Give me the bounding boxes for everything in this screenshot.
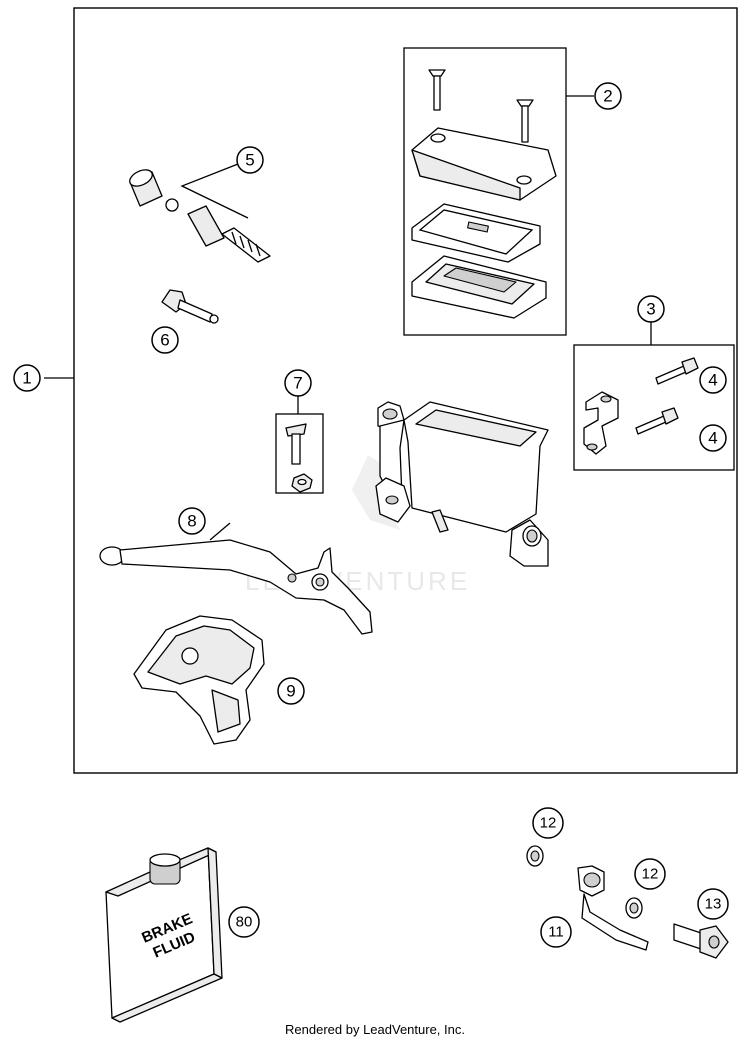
svg-text:2: 2 bbox=[603, 87, 612, 106]
assembly-frame bbox=[73, 7, 738, 774]
callout-4-upper: 4 bbox=[699, 366, 727, 394]
callout-80: 80 bbox=[228, 906, 260, 938]
svg-text:12: 12 bbox=[540, 815, 557, 832]
clamp-kit-frame bbox=[573, 344, 735, 471]
reservoir-cover-part bbox=[411, 69, 557, 319]
callout-5: 5 bbox=[236, 146, 264, 174]
banjo-bolt-part bbox=[673, 923, 729, 959]
svg-text:4: 4 bbox=[708, 429, 717, 448]
svg-text:3: 3 bbox=[646, 300, 655, 319]
svg-text:7: 7 bbox=[293, 374, 302, 393]
brake-lever-part bbox=[99, 539, 373, 635]
svg-text:11: 11 bbox=[548, 924, 564, 941]
svg-text:1: 1 bbox=[22, 369, 31, 388]
svg-text:9: 9 bbox=[286, 682, 295, 701]
callout-3: 3 bbox=[637, 295, 665, 323]
screw-kit-frame bbox=[275, 413, 324, 494]
brake-line-part bbox=[577, 865, 649, 951]
callout-2: 2 bbox=[594, 82, 622, 110]
lever-boot-part bbox=[133, 615, 265, 745]
callout-11: 11 bbox=[540, 916, 572, 948]
piston-kit-part bbox=[129, 169, 271, 263]
svg-text:8: 8 bbox=[187, 512, 196, 531]
callout-1: 1 bbox=[13, 364, 41, 392]
handlebar-clamp-part bbox=[583, 391, 619, 455]
sealing-washer-part-a bbox=[526, 845, 544, 867]
callout-7: 7 bbox=[284, 369, 312, 397]
callout-9: 9 bbox=[277, 677, 305, 705]
svg-text:12: 12 bbox=[642, 866, 659, 883]
callout-8: 8 bbox=[178, 507, 206, 535]
svg-text:13: 13 bbox=[705, 896, 722, 913]
callout-6: 6 bbox=[151, 326, 179, 354]
sealing-washer-part-b bbox=[625, 897, 643, 919]
leader-8 bbox=[209, 522, 231, 541]
footer-credit: Rendered by LeadVenture, Inc. bbox=[285, 1022, 465, 1037]
cover-kit-frame bbox=[403, 47, 567, 336]
master-cylinder-body bbox=[375, 401, 549, 567]
callout-12-lower: 12 bbox=[634, 858, 666, 890]
svg-text:4: 4 bbox=[708, 371, 717, 390]
bleed-valve-part bbox=[161, 289, 219, 324]
callout-4-lower: 4 bbox=[699, 424, 727, 452]
clamp-bolts-part bbox=[635, 357, 699, 435]
leader-5 bbox=[180, 163, 249, 219]
svg-text:6: 6 bbox=[160, 331, 169, 350]
svg-text:80: 80 bbox=[236, 914, 253, 931]
callout-12-upper: 12 bbox=[532, 807, 564, 839]
pivot-screw-part bbox=[285, 423, 313, 493]
callout-13: 13 bbox=[697, 888, 729, 920]
brake-fluid-can-part: BRAKE FLUID bbox=[105, 847, 223, 1023]
svg-text:5: 5 bbox=[245, 151, 254, 170]
